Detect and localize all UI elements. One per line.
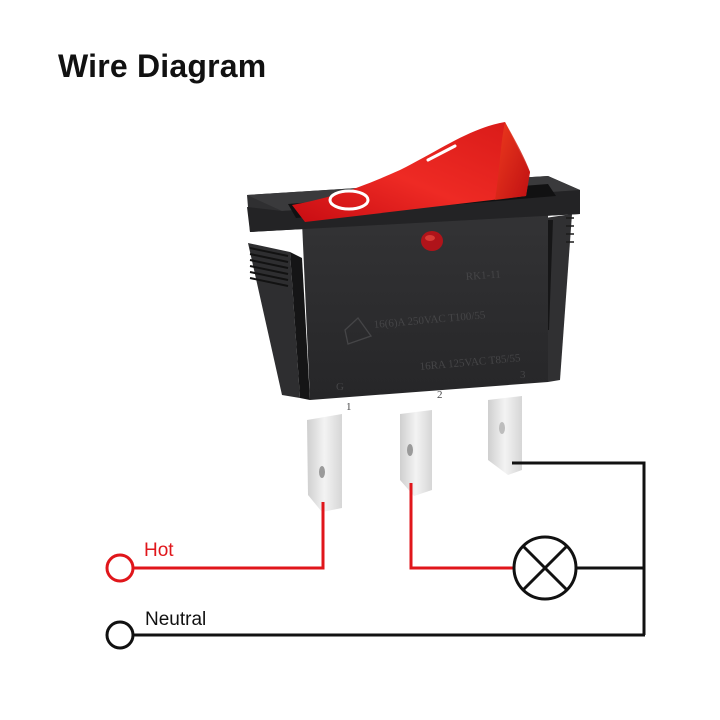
on-symbol-icon xyxy=(426,144,457,162)
indicator-light xyxy=(421,231,443,251)
lamp-icon xyxy=(512,535,578,601)
terminal-3-wire xyxy=(512,461,646,635)
mark-g: G xyxy=(336,381,344,393)
hot-label: Hot xyxy=(144,540,174,561)
neutral-label: Neutral xyxy=(145,609,207,630)
right-clip xyxy=(545,214,574,382)
switched-hot-wire xyxy=(409,483,514,570)
terminal-1-label: 1 xyxy=(346,401,352,413)
hot-terminal-icon[interactable] xyxy=(105,553,135,583)
rocker-switch: RK1-11 16(6)A 250VAC T100/55 16RA 125VAC… xyxy=(247,122,580,512)
switch-housing xyxy=(302,212,548,400)
neutral-terminal-icon[interactable] xyxy=(105,620,135,650)
left-clip xyxy=(248,243,310,400)
terminal-1[interactable] xyxy=(307,414,342,512)
page-title: Wire Diagram xyxy=(58,48,267,84)
vde-mark-icon xyxy=(344,317,373,345)
off-symbol-icon xyxy=(328,189,370,211)
model-marking: RK1-11 xyxy=(465,269,501,283)
terminal-3[interactable] xyxy=(488,396,522,475)
terminal-2[interactable] xyxy=(400,410,432,496)
rocker-button[interactable] xyxy=(292,122,530,222)
terminal-2-label: 2 xyxy=(437,389,443,401)
terminal-3-label: 3 xyxy=(520,369,526,381)
hot-wire xyxy=(133,502,325,570)
